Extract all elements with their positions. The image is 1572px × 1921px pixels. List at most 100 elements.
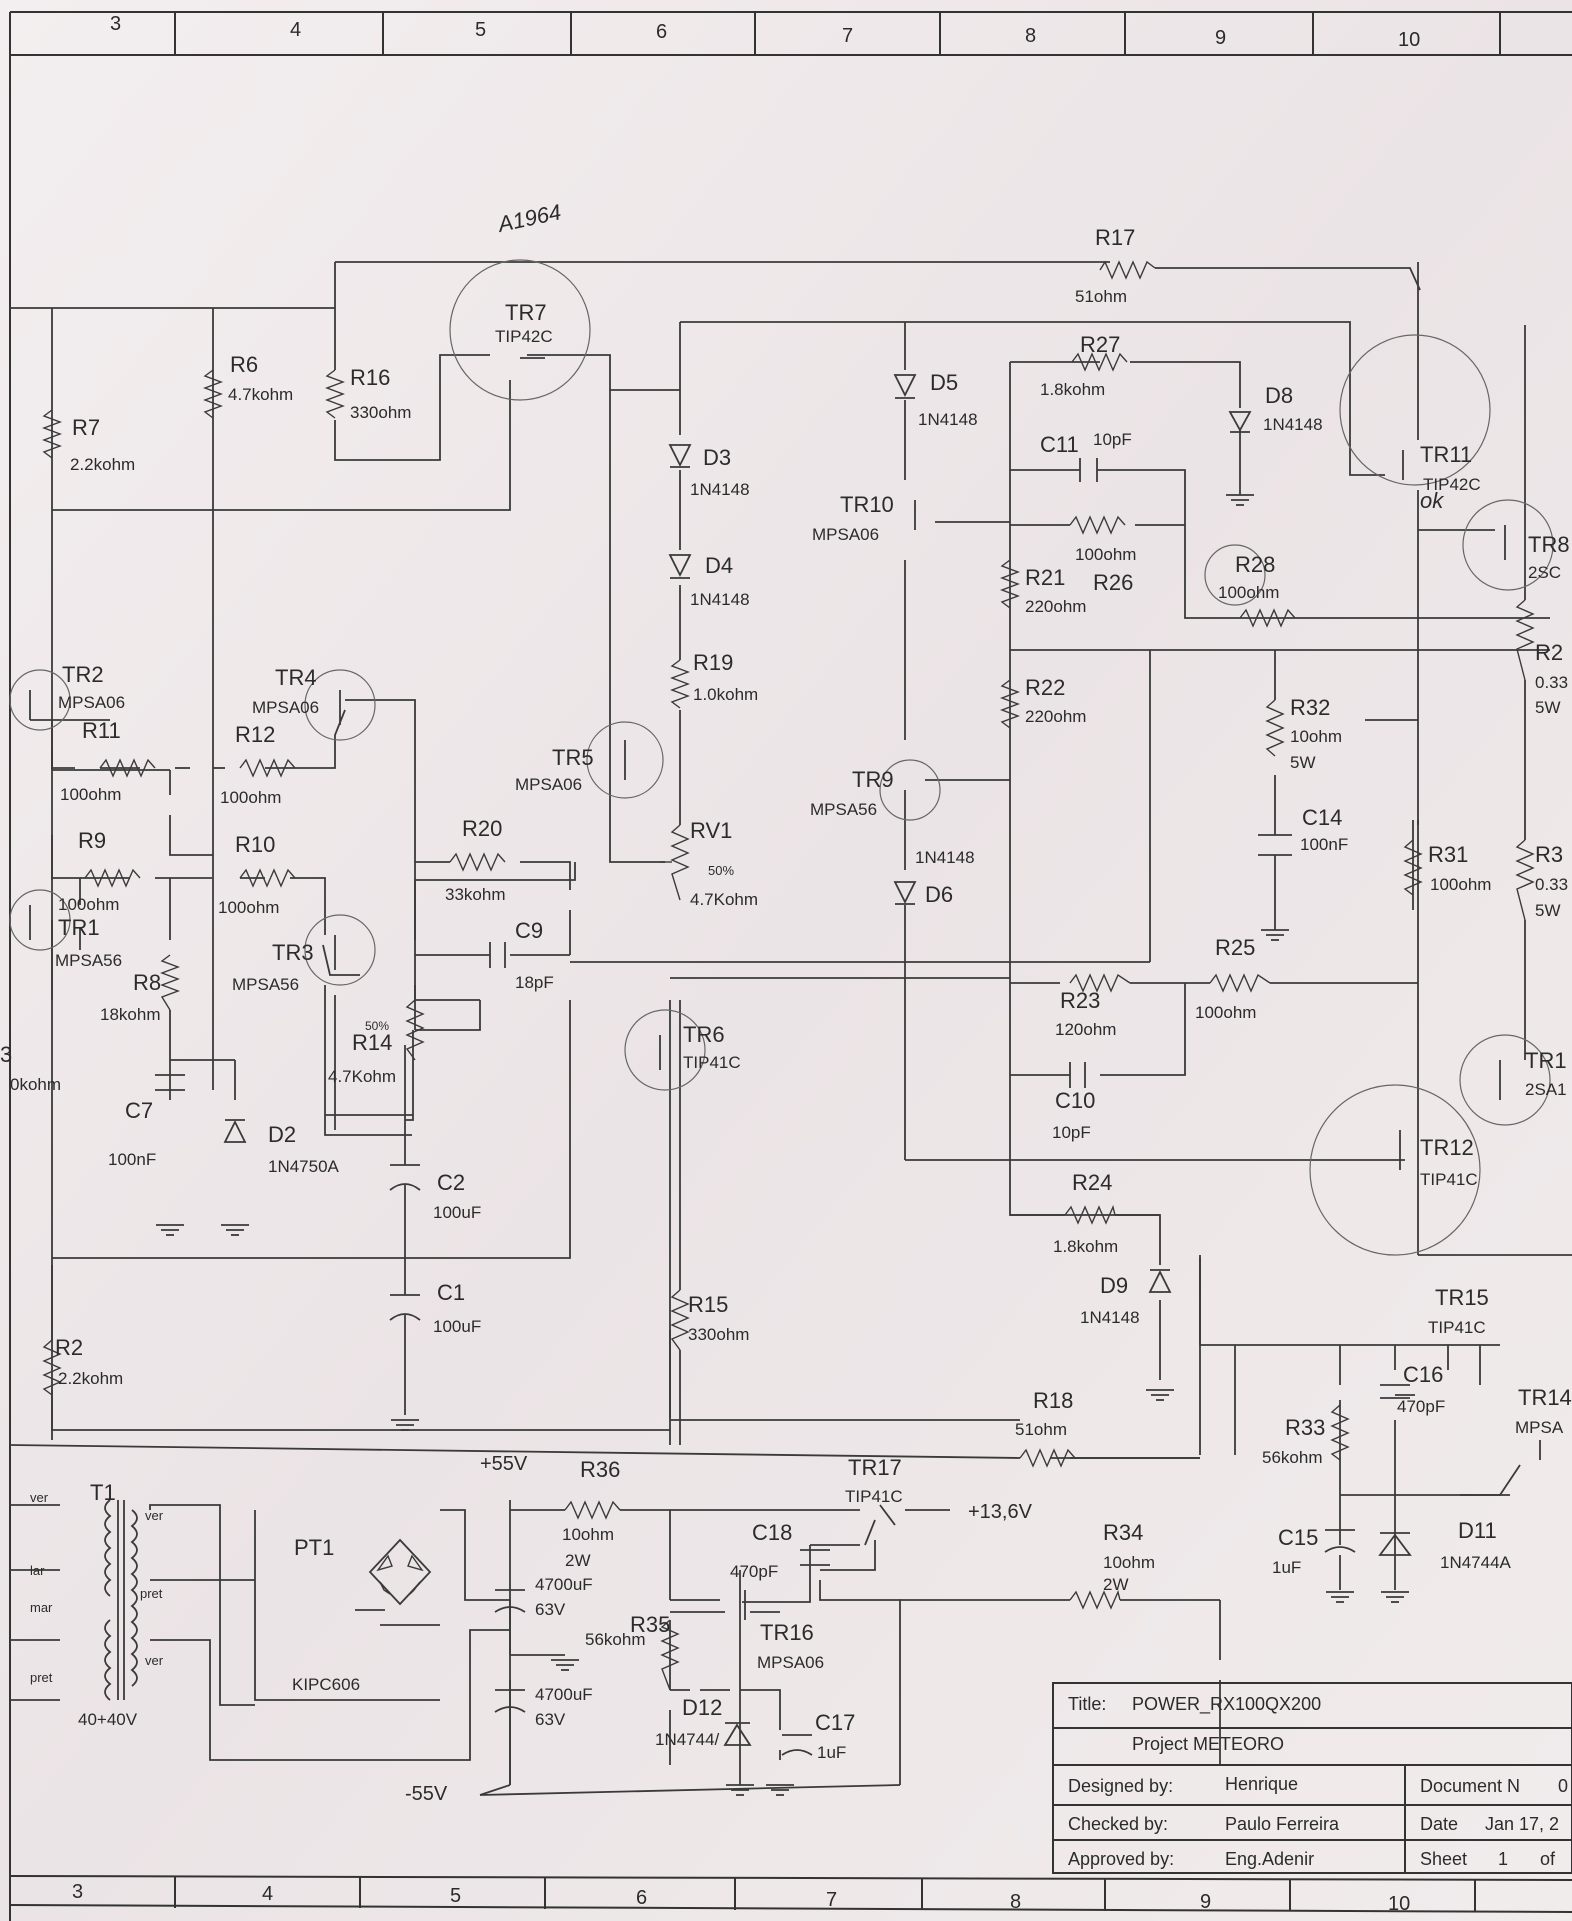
part-TR4: MPSA06 (252, 698, 319, 717)
label-TR8: TR8 (1528, 532, 1570, 557)
rail-plus: +55V (480, 1453, 528, 1475)
part-TR5: MPSA06 (515, 775, 582, 794)
label-R19: R19 (693, 650, 733, 675)
zone-label: 4 (290, 19, 301, 41)
component-labels: R17 51ohm TR7 TIP42C R27 1.8kohm R6 4.7k… (0, 225, 1572, 1805)
t1-rating: 40+40V (78, 1710, 138, 1729)
part-TR2: MPSA06 (58, 693, 125, 712)
t1-wire: ver (145, 1508, 164, 1523)
value-C15: 1uF (1272, 1558, 1301, 1577)
value-C1: 100uF (433, 1317, 481, 1336)
part-TR7: TIP42C (495, 327, 553, 346)
approved-label: Approved by: (1068, 1849, 1174, 1869)
value-R28: 100ohm (1218, 583, 1279, 602)
label-R20: R20 (462, 816, 502, 841)
value-C9: 18pF (515, 973, 554, 992)
label-TR2: TR2 (62, 662, 104, 687)
label-TR11: TR11 (1420, 442, 1472, 467)
value-R24: 1.8kohm (1053, 1237, 1118, 1256)
power-R30: 5W (1535, 901, 1561, 920)
t1-wire: mar (30, 1600, 53, 1615)
value-R36: 10ohm (562, 1525, 614, 1544)
title-block: Title: POWER_RX100QX200 Project METEORO … (1052, 1682, 1572, 1874)
label-R22: R22 (1025, 675, 1065, 700)
label-C15: C15 (1278, 1525, 1318, 1550)
part-TR16: MPSA06 (757, 1653, 824, 1672)
value-R12: 100ohm (220, 788, 281, 807)
part-TR6: TIP41C (683, 1053, 741, 1072)
part-TR9: MPSA56 (810, 800, 877, 819)
label-D9: D9 (1100, 1273, 1128, 1298)
part-D6: 1N4148 (915, 848, 975, 867)
value-R17: 51ohm (1075, 287, 1127, 306)
label-C16: C16 (1403, 1362, 1443, 1387)
value-R11: 100ohm (60, 785, 121, 804)
sheet-value: 1 (1498, 1849, 1508, 1869)
zone-label: 5 (450, 1885, 461, 1907)
label-TR5: TR5 (552, 745, 594, 770)
label-R10: R10 (235, 832, 275, 857)
t1-wire: lar (30, 1563, 45, 1578)
value-R31: 100ohm (1430, 875, 1491, 894)
label-TR14: TR14 (1518, 1385, 1572, 1410)
part-D12: 1N4744/ (655, 1730, 720, 1749)
label-R6: R6 (230, 352, 258, 377)
label-TR1: TR1 (58, 915, 100, 940)
label-R3: 3 (0, 1042, 12, 1067)
zone-label: 7 (842, 25, 853, 47)
wiring (9, 261, 1572, 1796)
label-RV1: RV1 (690, 818, 732, 843)
label-TR12: TR12 (1420, 1135, 1474, 1160)
value-R7: 2.2kohm (70, 455, 135, 474)
handwritten-note: ok (1420, 488, 1444, 513)
label-D5: D5 (930, 370, 958, 395)
document-value: 0 (1558, 1776, 1568, 1796)
resistor-symbols (42, 260, 1535, 1691)
title-value: POWER_RX100QX200 (1132, 1694, 1321, 1715)
label-C11: C11 (1040, 432, 1079, 457)
transformer-T1 (104, 1499, 138, 1701)
label-R33: R33 (1285, 1415, 1325, 1440)
label-R7: R7 (72, 415, 100, 440)
label-D2: D2 (268, 1122, 296, 1147)
label-C2: C2 (437, 1170, 465, 1195)
value-R23: 120ohm (1055, 1020, 1116, 1039)
label-C14: C14 (1302, 805, 1342, 830)
value-C3: 63V (535, 1600, 566, 1619)
label-R31: R31 (1428, 842, 1468, 867)
value-R18: 51ohm (1015, 1420, 1067, 1439)
label-D12: D12 (682, 1695, 722, 1720)
value-R29: 0.33 (1535, 673, 1568, 692)
label-PT1: PT1 (294, 1535, 334, 1560)
top-border: 3 4 5 6 7 8 9 10 (9, 11, 1572, 1921)
part-TR3: MPSA56 (232, 975, 299, 994)
part-TR14: MPSA (1515, 1418, 1564, 1437)
value-R16: 330ohm (350, 403, 411, 422)
t1-wire: ver (30, 1490, 49, 1505)
part-TR10: MPSA06 (812, 525, 879, 544)
rail-regulated: +13,6V (968, 1501, 1033, 1523)
part-D3: 1N4148 (690, 480, 750, 499)
label-R29: R2 (1535, 640, 1563, 665)
part-TR12: TIP41C (1420, 1170, 1478, 1189)
label-D3: D3 (703, 445, 731, 470)
label-TR16: TR16 (760, 1620, 814, 1645)
value-R15: 330ohm (688, 1325, 749, 1344)
ground-symbols (156, 494, 1409, 1796)
label-TR6: TR6 (683, 1022, 725, 1047)
designed-label: Designed by: (1068, 1776, 1173, 1796)
label-TR10: TR10 (840, 492, 894, 517)
value-R27: 1.8kohm (1040, 380, 1105, 399)
value-R33: 56kohm (1262, 1448, 1322, 1467)
t1-wire: pret (140, 1586, 163, 1601)
label-C4: 4700uF (535, 1685, 593, 1704)
value-C17: 1uF (817, 1743, 846, 1762)
date-label: Date (1420, 1814, 1458, 1834)
title-label: Title: (1068, 1694, 1106, 1714)
label-R30: R3 (1535, 842, 1563, 867)
value-R3: 0kohm (10, 1075, 61, 1094)
zone-label: 8 (1010, 1891, 1021, 1913)
value-C2: 100uF (433, 1203, 481, 1222)
value-R26: 100ohm (1075, 545, 1136, 564)
zone-label: 10 (1388, 1893, 1410, 1915)
